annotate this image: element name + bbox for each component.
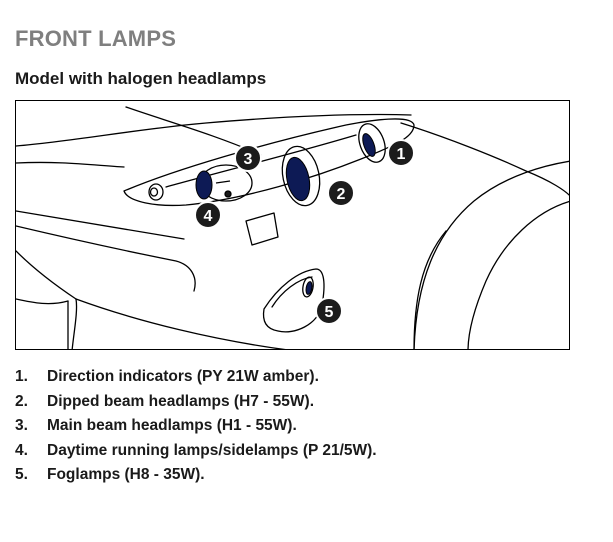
lamp-number: 3.	[15, 417, 28, 434]
car-front-outline-illustration: 1 2 3 4 5	[16, 106, 569, 349]
lamp-description: Dipped beam headlamps (H7 - 55W).	[47, 392, 314, 410]
svg-text:1: 1	[397, 146, 406, 163]
svg-text:5: 5	[325, 304, 334, 321]
lamp-description: Direction indicators (PY 21W amber).	[47, 368, 319, 385]
svg-text:4: 4	[204, 208, 213, 225]
page-title: FRONT LAMPS	[15, 26, 177, 51]
lamp-number: 5.	[15, 466, 28, 483]
callout-badge-1: 1	[387, 139, 415, 167]
lamp-list-item: 5. Foglamps (H8 - 35W).	[15, 463, 377, 488]
lamp-list-item: 2. Dipped beam headlamps (H7 - 55W).	[15, 390, 377, 415]
lamp-list-item: 1. Direction indicators (PY 21W amber).	[15, 365, 377, 390]
lamp-description: Daytime running lamps/sidelamps (P 21/5W…	[47, 441, 377, 459]
section-subtitle: Model with halogen headlamps	[15, 69, 267, 88]
callout-badge-5: 5	[315, 297, 343, 325]
callout-badge-2: 2	[327, 179, 355, 207]
fog-lamp	[305, 281, 313, 295]
callout-badge-3: 3	[234, 144, 262, 172]
lamp-description: Main beam headlamps (H1 - 55W).	[47, 417, 297, 434]
lamp-number: 4.	[15, 441, 28, 459]
dipped-beam-lamp	[285, 156, 311, 202]
lamp-number: 1.	[15, 368, 28, 385]
main-beam-lamp	[195, 170, 213, 200]
front-lamps-illustration: 1 2 3 4 5	[15, 100, 570, 350]
svg-text:3: 3	[244, 151, 253, 168]
lamp-list-item: 4. Daytime running lamps/sidelamps (P 21/…	[15, 439, 377, 464]
callout-badge-4: 4	[194, 201, 222, 229]
lamp-description: Foglamps (H8 - 35W).	[47, 466, 205, 483]
direction-indicator-lamp	[362, 133, 376, 157]
lamp-list-item: 3. Main beam headlamps (H1 - 55W).	[15, 414, 377, 439]
lamp-number: 2.	[15, 392, 28, 410]
svg-text:2: 2	[337, 186, 346, 203]
lamp-list: 1. Direction indicators (PY 21W amber). 2…	[15, 365, 377, 488]
